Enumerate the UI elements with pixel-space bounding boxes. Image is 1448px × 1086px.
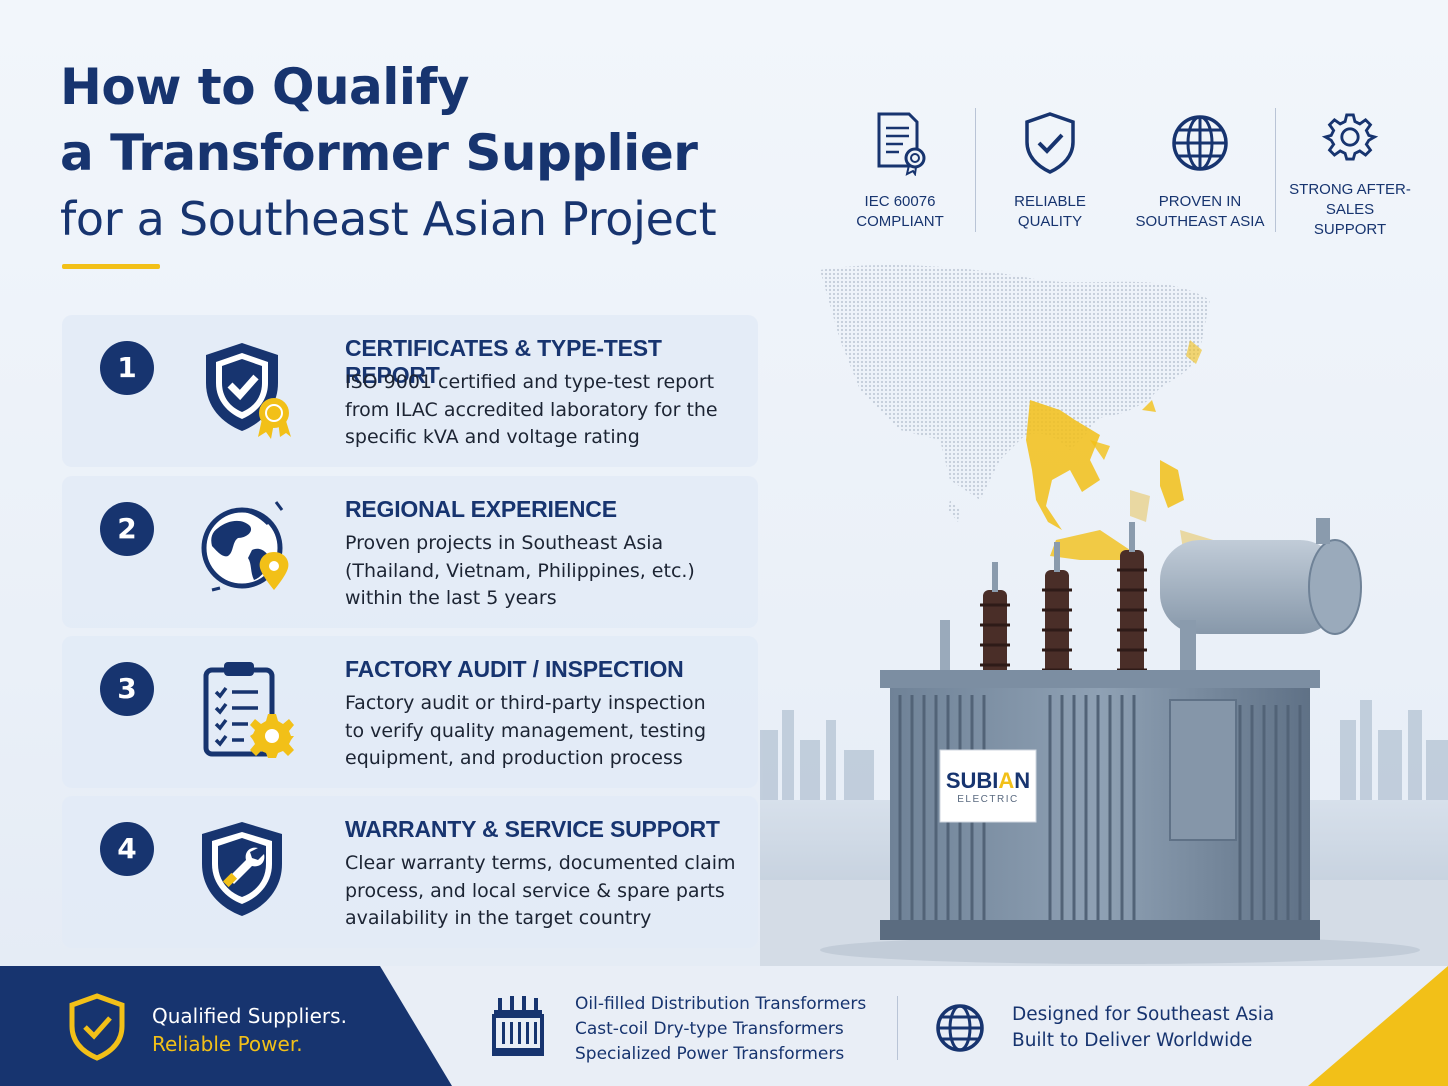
badge-iec-line2: COMPLIANT [856, 213, 944, 230]
step-line: within the last 5 years [345, 587, 557, 609]
globe-icon [936, 1004, 984, 1052]
badge-quality: RELIABLE QUALITY [975, 100, 1125, 240]
step-line: specific kVA and voltage rating [345, 426, 640, 448]
step-number: 1 [100, 341, 154, 395]
footer-product-list: Oil-filled Distribution Transformers Cas… [575, 992, 866, 1067]
brand-part-a: SUBI [945, 768, 999, 793]
title-line-2: a Transformer Supplier [60, 124, 698, 182]
globe-location-pin-icon [201, 501, 289, 592]
badge-proven: PROVEN IN SOUTHEAST ASIA [1125, 100, 1275, 240]
shield-wrench-icon [202, 822, 282, 916]
shield-award-icon [206, 343, 291, 439]
step-description: ISO 9001 certified and type-test report … [345, 369, 745, 452]
product-item: Oil-filled Distribution Transformers [575, 994, 867, 1014]
step-line: (Thailand, Vietnam, Philippines, etc.) [345, 559, 695, 582]
step-number: 4 [100, 822, 154, 876]
shield-check-icon [1025, 112, 1075, 174]
step-line: process, and local service & spare parts [345, 879, 725, 902]
page-title: How to Qualify a Transformer Supplier fo… [60, 54, 780, 252]
step-line: ISO 9001 certified and type-test report [345, 371, 715, 393]
region-line-1: Designed for Southeast Asia [1012, 1004, 1275, 1025]
transformer-icon [492, 996, 544, 1056]
step-line: from ILAC accredited laboratory for the [345, 398, 718, 421]
badge-support-line1: STRONG AFTER-SALES [1289, 181, 1411, 218]
transformer-nameplate: SUBIAN ELECTRIC [940, 768, 1036, 805]
step-line: to verify quality management, testing [345, 719, 707, 742]
step-title: REGIONAL EXPERIENCE [345, 496, 617, 522]
transformer-scene [760, 518, 1448, 966]
product-item: Cast-coil Dry-type Transformers [575, 1019, 844, 1039]
badge-support-line2: SUPPORT [1313, 221, 1387, 238]
badge-proven-line2: SOUTHEAST ASIA [1135, 213, 1265, 230]
tagline-line-1: Qualified Suppliers. [152, 1004, 347, 1028]
certificate-document-icon [877, 112, 926, 176]
gear-icon [1321, 113, 1379, 161]
product-item: Specialized Power Transformers [575, 1044, 845, 1064]
brand-part-c: N [1014, 768, 1031, 793]
badge-quality-line2: QUALITY [1017, 213, 1083, 230]
brand-part-b: A [998, 768, 1015, 793]
step-line: Factory audit or third-party inspection [345, 692, 706, 714]
asia-map-graphic [820, 265, 1220, 560]
badge-support: STRONG AFTER-SALES SUPPORT [1275, 100, 1425, 240]
step-line: equipment, and production process [345, 747, 683, 769]
step-description: Proven projects in Southeast Asia (Thail… [345, 530, 745, 613]
step-line: availability in the target country [345, 907, 652, 929]
region-line-2: Built to Deliver Worldwide [1012, 1030, 1253, 1051]
badge-quality-line1: RELIABLE [1014, 193, 1086, 210]
shield-check-icon [69, 993, 125, 1061]
footer-yellow-accent [1308, 966, 1448, 1086]
footer-banner: Qualified Suppliers. Reliable Power. Oil… [0, 966, 1448, 1086]
step-line: Proven projects in Southeast Asia [345, 532, 664, 554]
step-card-4: 4 WARRANTY & SERVICE SUPPORT Clear warra… [62, 796, 758, 948]
tagline-line-2: Reliable Power. [152, 1032, 303, 1056]
step-number: 3 [100, 662, 154, 716]
badge-iec-line1: IEC 60076 [864, 193, 936, 210]
clipboard-checklist-gear-icon [203, 662, 294, 758]
badge-proven-line1: PROVEN IN [1158, 193, 1242, 210]
globe-icon [1172, 115, 1228, 171]
title-underline [62, 264, 160, 269]
title-line-1: How to Qualify [60, 58, 469, 116]
step-card-3: 3 FACTORY AUDIT / INSPECTION Factory aud… [62, 636, 758, 788]
step-title: FACTORY AUDIT / INSPECTION [345, 656, 684, 682]
step-description: Factory audit or third-party inspection … [345, 690, 745, 773]
step-line: Clear warranty terms, documented claim [345, 852, 736, 874]
title-line-3: for a Southeast Asian Project [60, 192, 717, 246]
footer-tagline: Qualified Suppliers. Reliable Power. [152, 1002, 347, 1058]
step-title: CERTIFICATES & TYPE-TEST REPORT [345, 335, 662, 388]
step-title: WARRANTY & SERVICE SUPPORT [345, 816, 720, 842]
step-number: 2 [100, 502, 154, 556]
step-description: Clear warranty terms, documented claim p… [345, 850, 745, 933]
step-card-1: 1 CERTIFICATES & TYPE-TEST REPORT ISO 90… [62, 315, 758, 467]
step-card-2: 2 REGIONAL EXPERIENCE Proven projects in… [62, 476, 758, 628]
footer-divider [897, 996, 898, 1060]
footer-region: Designed for Southeast Asia Built to Del… [1012, 1002, 1274, 1054]
brand-sub: ELECTRIC [957, 794, 1019, 805]
footer-navy-band [0, 966, 452, 1086]
